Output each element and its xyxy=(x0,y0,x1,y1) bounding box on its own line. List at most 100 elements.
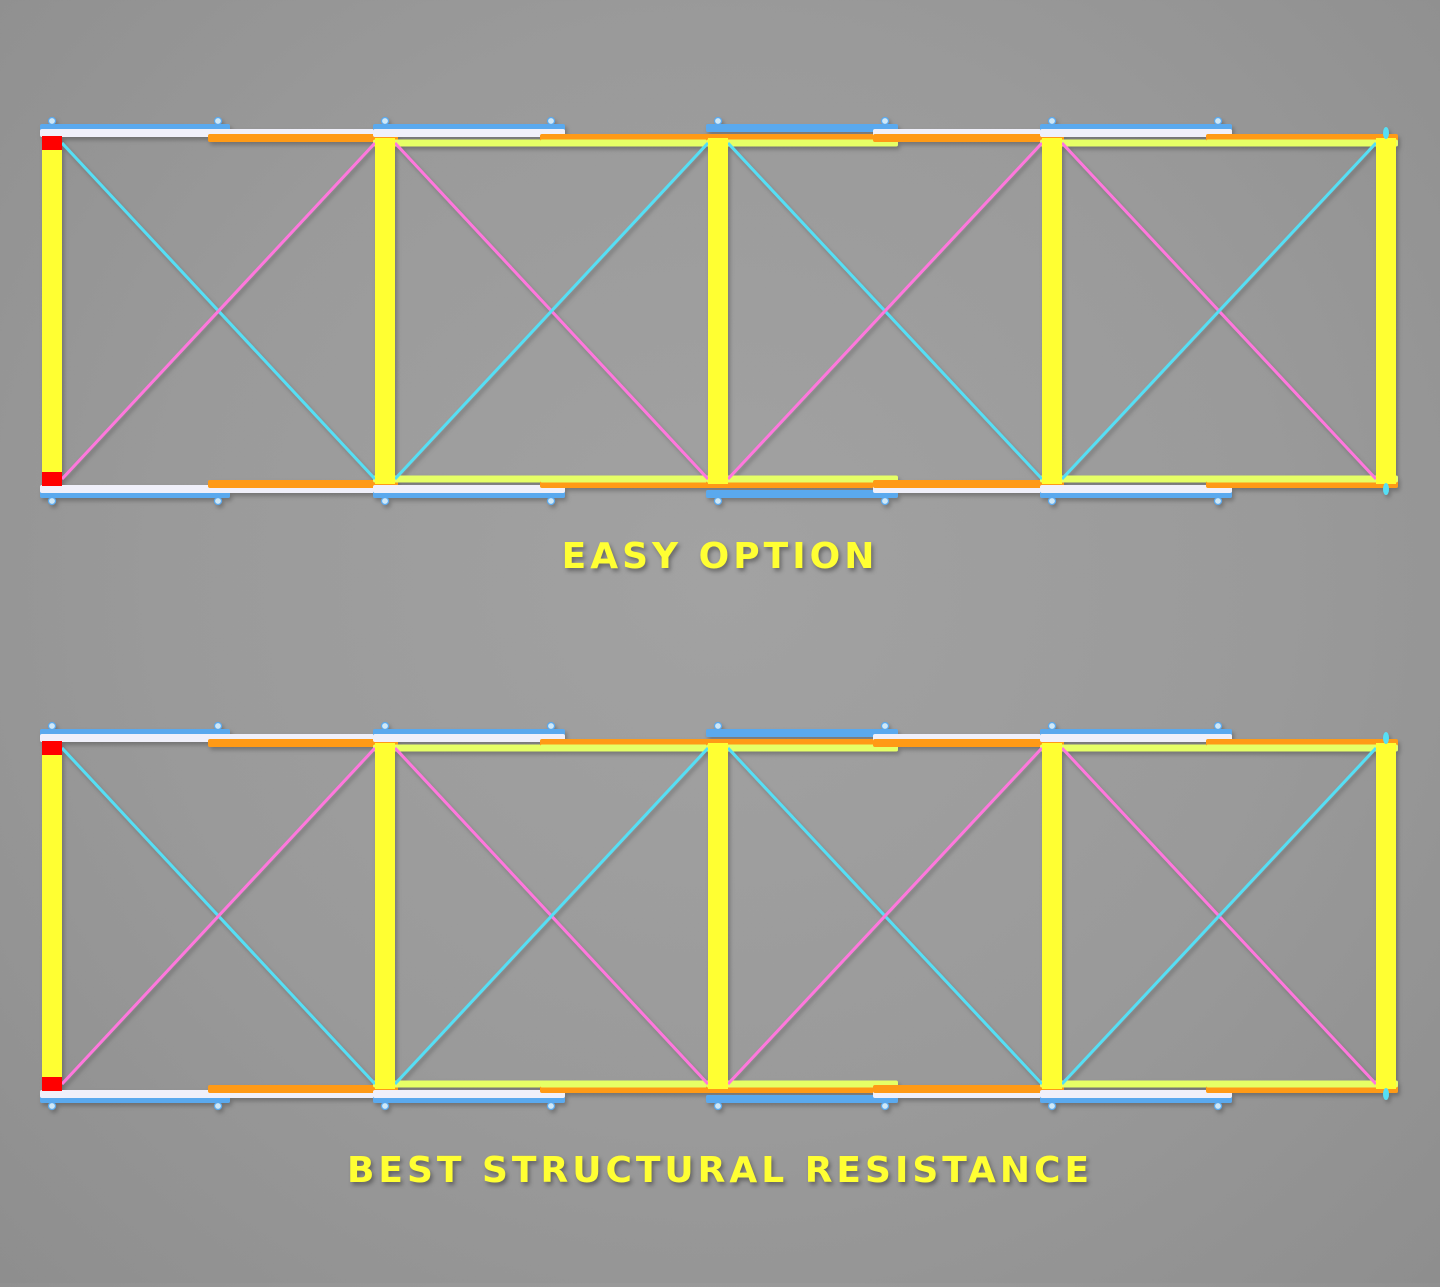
bolt-pin xyxy=(380,496,390,506)
bolt-pin xyxy=(380,1101,390,1111)
top-chord-segment xyxy=(1040,129,1232,137)
post-end-cap xyxy=(42,1077,62,1091)
bolt-pin xyxy=(47,496,57,506)
top-chord-segment xyxy=(540,744,732,752)
bottom-chord-segment xyxy=(1040,485,1232,493)
vertical-post xyxy=(375,138,395,484)
diagonal-brace xyxy=(1060,141,1378,481)
vertical-post xyxy=(1376,138,1396,484)
top-chord-segment xyxy=(40,129,230,137)
top-chord-segment xyxy=(373,734,565,742)
bolt-pin xyxy=(880,1101,890,1111)
bottom-chord-segment xyxy=(1206,475,1398,483)
top-chord-segment xyxy=(208,739,398,747)
bolt-pin xyxy=(380,721,390,731)
top-chord-segment xyxy=(706,139,898,147)
bolt-pin xyxy=(1383,732,1389,744)
post-end-cap xyxy=(42,741,62,755)
bottom-chord-segment xyxy=(373,1090,565,1098)
bolt-pin xyxy=(213,116,223,126)
diagonal-brace xyxy=(60,746,377,1086)
post-end-cap xyxy=(42,136,62,150)
bottom-chord-segment xyxy=(40,1090,230,1098)
bolt-pin xyxy=(1047,721,1057,731)
bolt-pin xyxy=(713,496,723,506)
top-chord-segment xyxy=(1040,139,1232,147)
top-chord-segment xyxy=(873,739,1064,747)
top-chord-segment xyxy=(873,134,1064,142)
top-chord-segment xyxy=(540,139,732,147)
top-chord-segment xyxy=(1040,744,1232,752)
bottom-chord-segment xyxy=(373,475,565,483)
bolt-pin xyxy=(47,116,57,126)
bolt-pin xyxy=(1213,721,1223,731)
bolt-pin xyxy=(880,496,890,506)
bolt-pin xyxy=(713,1101,723,1111)
bolt-pin xyxy=(713,721,723,731)
vertical-post xyxy=(1042,138,1062,484)
bolt-pin xyxy=(880,721,890,731)
top-chord-segment xyxy=(1206,139,1398,147)
bolt-pin xyxy=(1383,483,1389,495)
post-end-cap xyxy=(42,472,62,486)
bolt-pin xyxy=(546,1101,556,1111)
top-chord-segment xyxy=(706,744,898,752)
bottom-chord-segment xyxy=(1040,475,1232,483)
vertical-post xyxy=(708,138,728,484)
bottom-chord-segment xyxy=(373,1080,565,1088)
diagonal-brace xyxy=(393,746,710,1086)
top-chord-segment xyxy=(706,729,898,737)
bottom-chord-segment xyxy=(40,485,230,493)
top-chord-segment xyxy=(373,744,565,752)
caption-easy-option: EASY OPTION xyxy=(561,536,879,577)
bolt-pin xyxy=(1213,496,1223,506)
bolt-pin xyxy=(1213,116,1223,126)
top-chord-segment xyxy=(373,129,565,137)
bottom-chord-segment xyxy=(706,1095,898,1103)
bolt-pin xyxy=(47,721,57,731)
bottom-chord-segment xyxy=(1040,1080,1232,1088)
bottom-chord-segment xyxy=(706,475,898,483)
vertical-post xyxy=(708,743,728,1089)
top-chord-segment xyxy=(1206,744,1398,752)
vertical-post xyxy=(375,743,395,1089)
bolt-pin xyxy=(380,116,390,126)
bolt-pin xyxy=(546,721,556,731)
bolt-pin xyxy=(546,116,556,126)
diagonal-brace xyxy=(726,141,1044,481)
vertical-post xyxy=(42,743,62,1089)
bolt-pin xyxy=(1213,1101,1223,1111)
top-chord-segment xyxy=(373,139,565,147)
bolt-pin xyxy=(213,1101,223,1111)
bolt-pin xyxy=(213,496,223,506)
bottom-chord-segment xyxy=(540,1080,732,1088)
bottom-chord-segment xyxy=(208,480,398,488)
bottom-chord-segment xyxy=(706,490,898,498)
bolt-pin xyxy=(1047,496,1057,506)
bottom-chord-segment xyxy=(208,1085,398,1093)
bottom-chord-segment xyxy=(373,485,565,493)
bolt-pin xyxy=(880,116,890,126)
bottom-chord-segment xyxy=(1040,1090,1232,1098)
bottom-chord-segment xyxy=(706,1080,898,1088)
top-chord-segment xyxy=(1040,734,1232,742)
bolt-pin xyxy=(1383,127,1389,139)
diagonal-brace xyxy=(1060,746,1378,1086)
bottom-chord-segment xyxy=(540,475,732,483)
bolt-pin xyxy=(546,496,556,506)
diagonal-brace xyxy=(393,141,710,481)
vertical-post xyxy=(1376,743,1396,1089)
bolt-pin xyxy=(47,1101,57,1111)
caption-best-structural-resistance: BEST STRUCTURAL RESISTANCE xyxy=(346,1150,1094,1191)
bolt-pin xyxy=(1383,1088,1389,1100)
bolt-pin xyxy=(1047,1101,1057,1111)
bolt-pin xyxy=(1047,116,1057,126)
bottom-chord-segment xyxy=(1206,1080,1398,1088)
bottom-chord-segment xyxy=(873,1085,1064,1093)
diagonal-brace xyxy=(726,746,1044,1086)
bottom-chord-segment xyxy=(873,480,1064,488)
top-chord-segment xyxy=(40,734,230,742)
bolt-pin xyxy=(713,116,723,126)
